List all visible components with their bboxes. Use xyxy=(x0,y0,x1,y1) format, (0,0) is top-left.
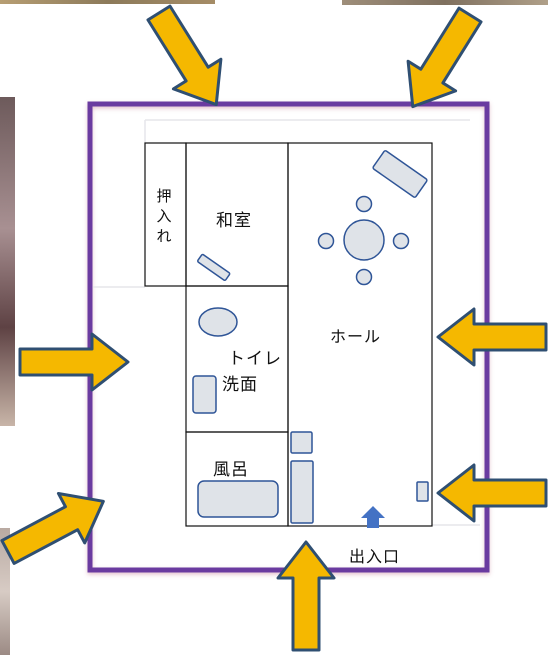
hall-chair-top xyxy=(355,195,373,213)
photo-fragment-left xyxy=(0,97,15,426)
arrow-top-right-icon xyxy=(406,6,483,109)
label-oshiire: 押入れ xyxy=(156,187,172,245)
hall-sofa xyxy=(372,150,428,198)
entrance-arrow-icon xyxy=(361,506,385,528)
hall-shoe-rack xyxy=(290,460,314,524)
photo-fragment-top-left xyxy=(0,0,215,4)
washitsu-table xyxy=(197,253,231,282)
label-hall: ホール xyxy=(330,327,382,346)
photo-fragment-top-right xyxy=(342,0,548,5)
arrow-bottom-icon xyxy=(276,540,336,652)
furo-room xyxy=(185,431,289,527)
room-walls xyxy=(144,142,433,527)
label-washitsu: 和室 xyxy=(216,211,252,231)
arrow-right-entrance-icon xyxy=(436,463,548,523)
label-senmen: 洗面 xyxy=(222,375,258,395)
hall-round-table xyxy=(343,219,385,261)
washbasin xyxy=(192,375,217,414)
arrow-top-left-icon xyxy=(146,4,223,107)
guide-lines xyxy=(93,119,480,526)
label-toilet: トイレ xyxy=(228,349,282,369)
label-entrance: 出入口 xyxy=(349,547,401,566)
hall-chair-bottom xyxy=(355,268,373,286)
arrow-bottom-left-icon xyxy=(0,491,105,565)
hall-small-cabinet xyxy=(290,431,313,454)
arrow-right-hall-icon xyxy=(436,307,548,367)
toilet-bowl xyxy=(198,307,238,337)
bathtub xyxy=(197,480,279,518)
hall-entrance-post xyxy=(416,481,429,502)
photo-fragment-bottom-left xyxy=(0,528,10,655)
hall-chair-left xyxy=(317,232,335,250)
label-furo: 風呂 xyxy=(213,460,249,480)
arrow-left-icon xyxy=(18,332,130,392)
hall-chair-right xyxy=(392,232,410,250)
furniture-group xyxy=(192,150,429,524)
